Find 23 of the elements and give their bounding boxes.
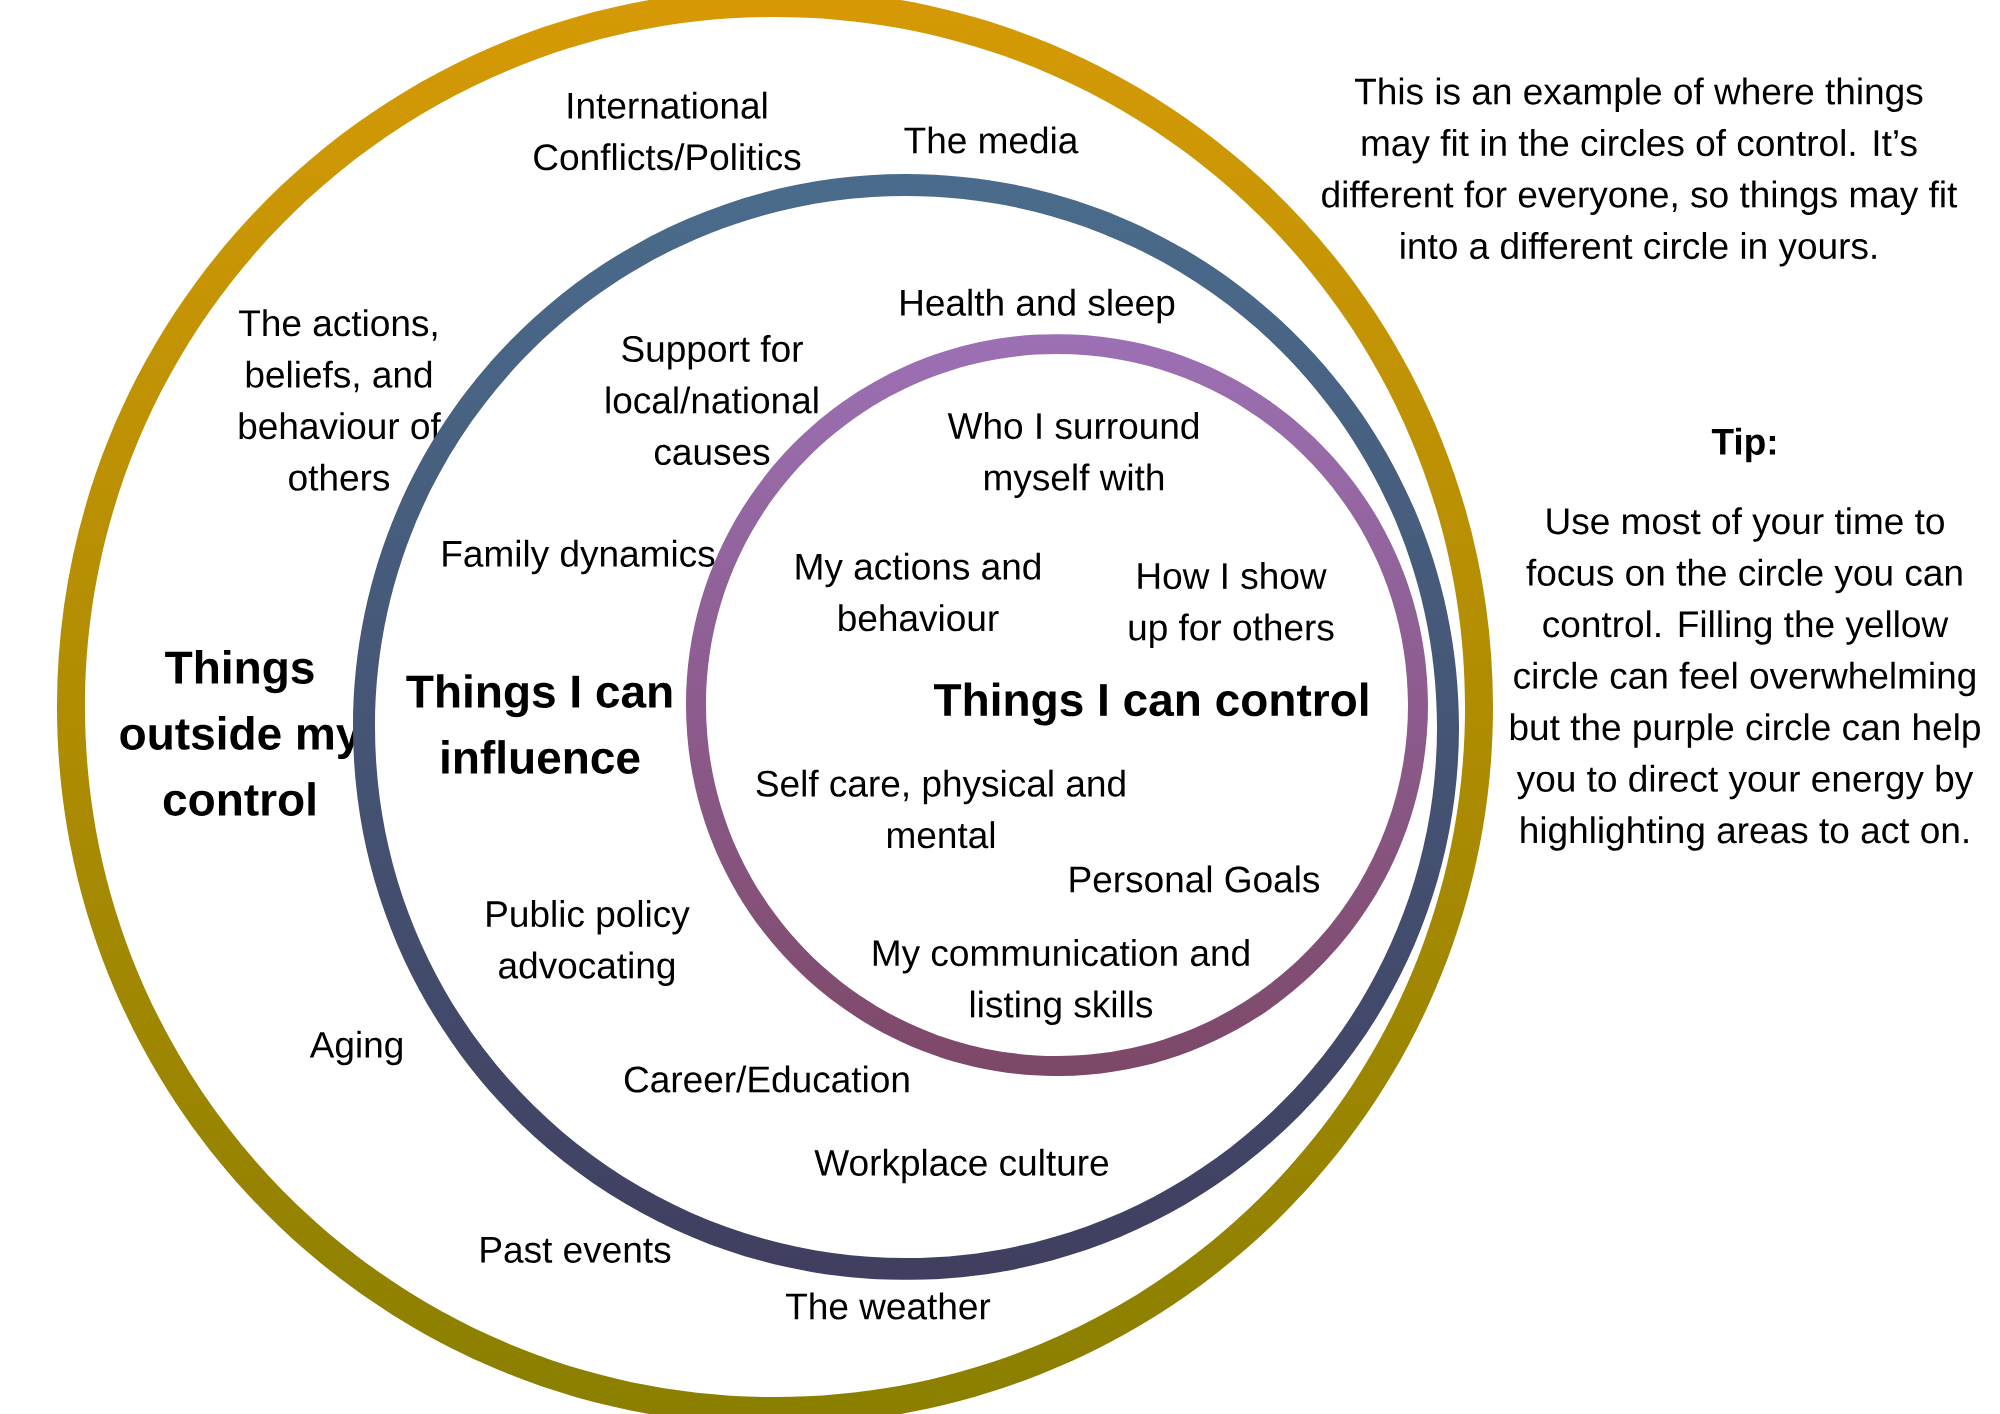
item-text: Aging (309, 1030, 402, 1066)
item-text: Family dynamics (443, 539, 715, 575)
circle-heading: Things I can influence (406, 674, 672, 774)
item-text: Public policy advocating (487, 900, 690, 986)
item-text: Support for local/national causes (606, 334, 818, 466)
note-text: Use most of your time to focus on the circle you can control. Filling the yellow circle can feel overwhelming but the purple circle can help you to direct your energy by highlighting areas to act on. (1510, 507, 1980, 851)
item-text: How I show up for others (1129, 562, 1334, 648)
item-text: My communication and listing skills (873, 939, 1249, 1025)
note-text: This is an example of where things may fit in the circles of control. It’s different for everyone, so things may fit into a different circle in yours. (1322, 77, 1958, 267)
item-text: Personal Goals (1070, 865, 1320, 893)
item-text: My actions and behaviour (796, 552, 1040, 632)
item-text: The media (904, 126, 1079, 154)
item-text: Career/Education (624, 1065, 909, 1093)
item-text: The actions, beliefs, and behaviour of others (239, 309, 441, 491)
item-text: Self care, physical and mental (756, 769, 1125, 849)
tip-heading: Tip: (1711, 427, 1776, 463)
item-text: International Conflicts/Politics (534, 91, 801, 171)
circle-heading: Things I can control (934, 682, 1368, 726)
item-text: The weather (786, 1292, 991, 1320)
item-text: Who I surround myself with (947, 412, 1199, 498)
item-text: Past events (481, 1237, 671, 1263)
item-text: Health and sleep (901, 288, 1175, 324)
item-text: Workplace culture (814, 1148, 1108, 1184)
